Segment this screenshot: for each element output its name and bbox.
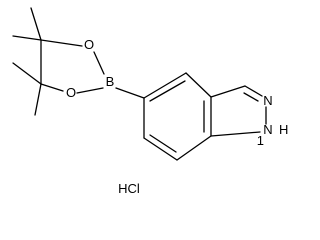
bond-n1-c7a xyxy=(210,131,261,137)
atom-label-n1-h: H xyxy=(279,122,288,137)
bond-c1-me1 xyxy=(12,35,42,41)
bond-c2-o2 xyxy=(40,83,64,92)
atom-label-n1: N xyxy=(263,122,272,137)
pinacol-boronate-group xyxy=(12,7,105,116)
bond-ar-4 xyxy=(176,135,212,161)
bond-o1-b xyxy=(93,51,105,75)
bond-ar-5-inner xyxy=(149,134,177,153)
bond-c3a-c3 xyxy=(210,85,246,98)
bond-ar-2 xyxy=(185,72,212,98)
bond-c2-me4 xyxy=(34,83,42,116)
atom-label-o2: O xyxy=(66,85,76,100)
bond-c3-n2 xyxy=(244,85,263,97)
bond-b-c5 xyxy=(115,87,145,99)
bond-ar-1-inner xyxy=(149,80,186,102)
bond-c1-me2 xyxy=(30,7,42,41)
pyrazole-ring xyxy=(210,85,267,137)
atom-label-n2: N xyxy=(263,93,272,108)
bond-c2-me3 xyxy=(12,62,42,85)
bond-c3-n2-inner xyxy=(243,92,259,102)
bond-ar-1 xyxy=(143,72,187,99)
bond-c1-o1 xyxy=(40,39,83,47)
bond-ar-5 xyxy=(143,137,178,161)
atom-label-o1: O xyxy=(84,37,94,52)
benzene-ring xyxy=(143,72,212,161)
atom-label-b: B xyxy=(106,74,115,89)
atom-label-n1-locant: 1 xyxy=(257,133,264,148)
structure-canvas: O O B N N H 1 HCl xyxy=(12,7,288,196)
salt-label-hcl: HCl xyxy=(118,181,140,196)
molecule-drawing: O O B N N H 1 HCl xyxy=(12,7,288,196)
bond-o2-b xyxy=(76,87,104,94)
